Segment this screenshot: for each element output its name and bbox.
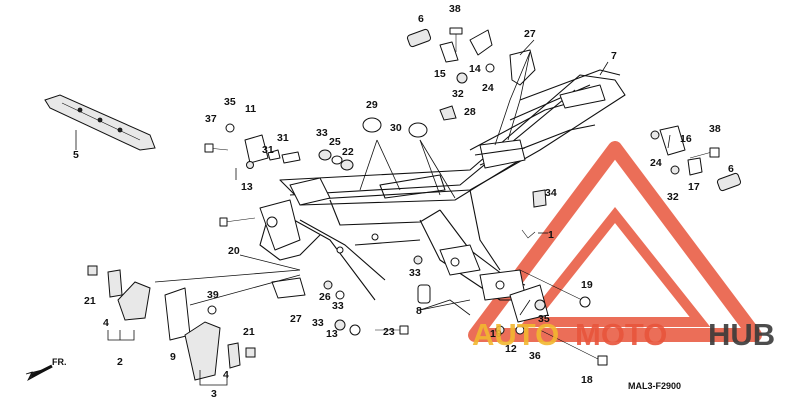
callout-24: 24 [482, 82, 494, 94]
callout-4b: 4 [223, 369, 229, 381]
callout-35b: 35 [538, 313, 550, 325]
callout-17: 17 [688, 181, 700, 193]
callout-31b: 31 [262, 144, 274, 156]
callout-38b: 38 [709, 123, 721, 135]
callout-34: 34 [545, 187, 557, 199]
main-frame [259, 69, 626, 301]
callout-32b: 32 [667, 191, 679, 203]
callout-2: 2 [117, 356, 123, 368]
callout-13: 13 [241, 181, 253, 193]
callout-1: 1 [548, 229, 554, 241]
callout-21b: 21 [243, 326, 255, 338]
callout-22: 22 [342, 146, 354, 158]
callout-16: 16 [680, 133, 692, 145]
watermark-triangle-outer [468, 141, 762, 342]
watermark-word-hub: HUB [708, 317, 775, 352]
callout-9: 9 [170, 351, 176, 363]
callout-8: 8 [416, 305, 422, 317]
callout-35: 35 [224, 96, 236, 108]
callout-10: 10 [490, 328, 502, 340]
callout-15: 15 [434, 68, 446, 80]
callout-3: 3 [211, 388, 217, 400]
callout-23: 23 [383, 326, 395, 338]
watermark-logo [468, 141, 762, 342]
callout-7: 7 [611, 50, 617, 62]
callouts: 1 2 3 4 4 5 6 6 7 8 9 10 11 12 13 13 14 … [73, 3, 734, 400]
callout-33d: 33 [312, 317, 324, 329]
callout-33c: 33 [332, 300, 344, 312]
front-direction-indicator: FR. [25, 357, 67, 381]
watermark-triangle-inner [519, 206, 711, 327]
callout-27: 27 [524, 28, 536, 40]
leader-lines [75, 39, 671, 386]
callout-27b: 27 [290, 313, 302, 325]
part-5-tray [44, 94, 156, 151]
callout-24b: 24 [650, 157, 662, 169]
callout-5: 5 [73, 149, 79, 161]
callout-6b: 6 [728, 163, 734, 175]
diagram-code: MAL3-F2900 [628, 381, 681, 391]
watermark-word-auto: AUTO [472, 317, 559, 352]
callout-12: 12 [505, 343, 517, 355]
callout-14: 14 [469, 63, 481, 75]
callout-38: 38 [449, 3, 461, 15]
callout-26: 26 [319, 291, 331, 303]
callout-30: 30 [390, 122, 402, 134]
callout-33b: 33 [409, 267, 421, 279]
front-label: FR. [52, 357, 67, 367]
callout-32: 32 [452, 88, 464, 100]
callout-33: 33 [316, 127, 328, 139]
callout-20: 20 [228, 245, 240, 257]
callout-18: 18 [581, 374, 593, 386]
callout-39: 39 [207, 289, 219, 301]
callout-11: 11 [245, 103, 256, 115]
callout-36: 36 [529, 350, 541, 362]
watermark-text: AUTO MOTO HUB [472, 317, 775, 352]
callout-25: 25 [329, 136, 341, 148]
callout-13b: 13 [326, 328, 338, 340]
hardware [87, 27, 742, 381]
callout-4: 4 [103, 317, 109, 329]
callout-29: 29 [366, 99, 378, 111]
callout-28: 28 [464, 106, 476, 118]
callout-31: 31 [277, 132, 289, 144]
callout-21: 21 [84, 295, 96, 307]
callout-19: 19 [581, 279, 593, 291]
callout-6: 6 [418, 13, 424, 25]
callout-37: 37 [205, 113, 217, 125]
watermark-word-moto: MOTO [575, 317, 667, 352]
